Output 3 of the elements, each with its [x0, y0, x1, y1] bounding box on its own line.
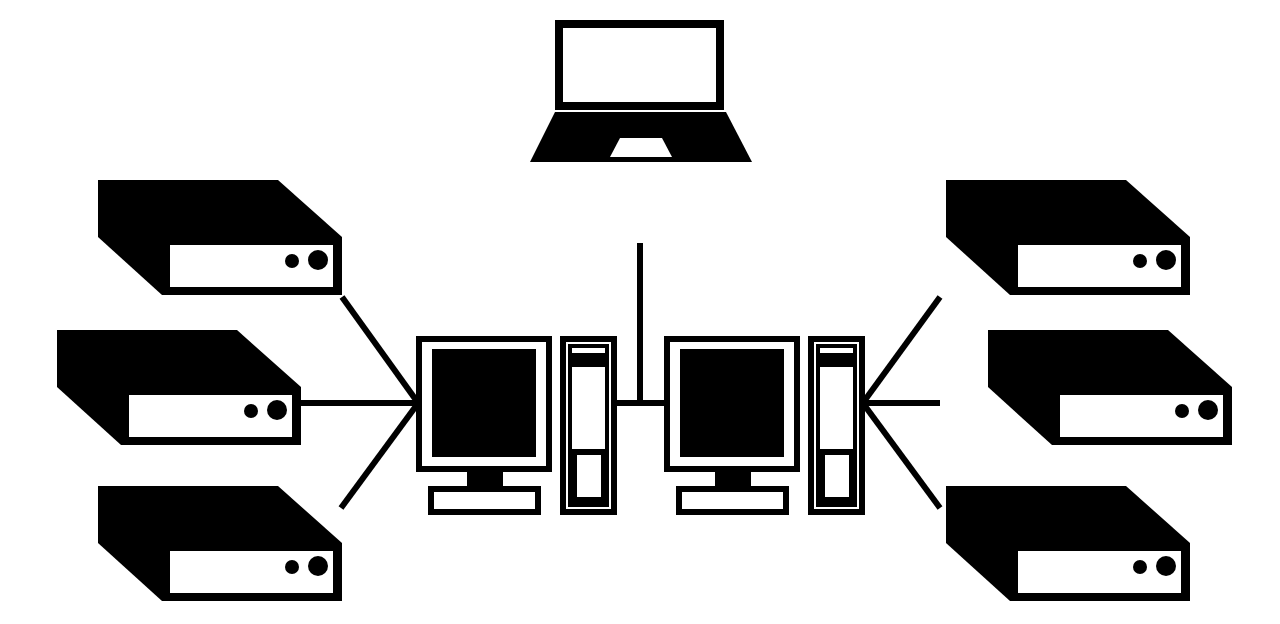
- connector-line: [637, 243, 664, 406]
- connector-line: [301, 400, 416, 406]
- connector-line: [865, 400, 940, 406]
